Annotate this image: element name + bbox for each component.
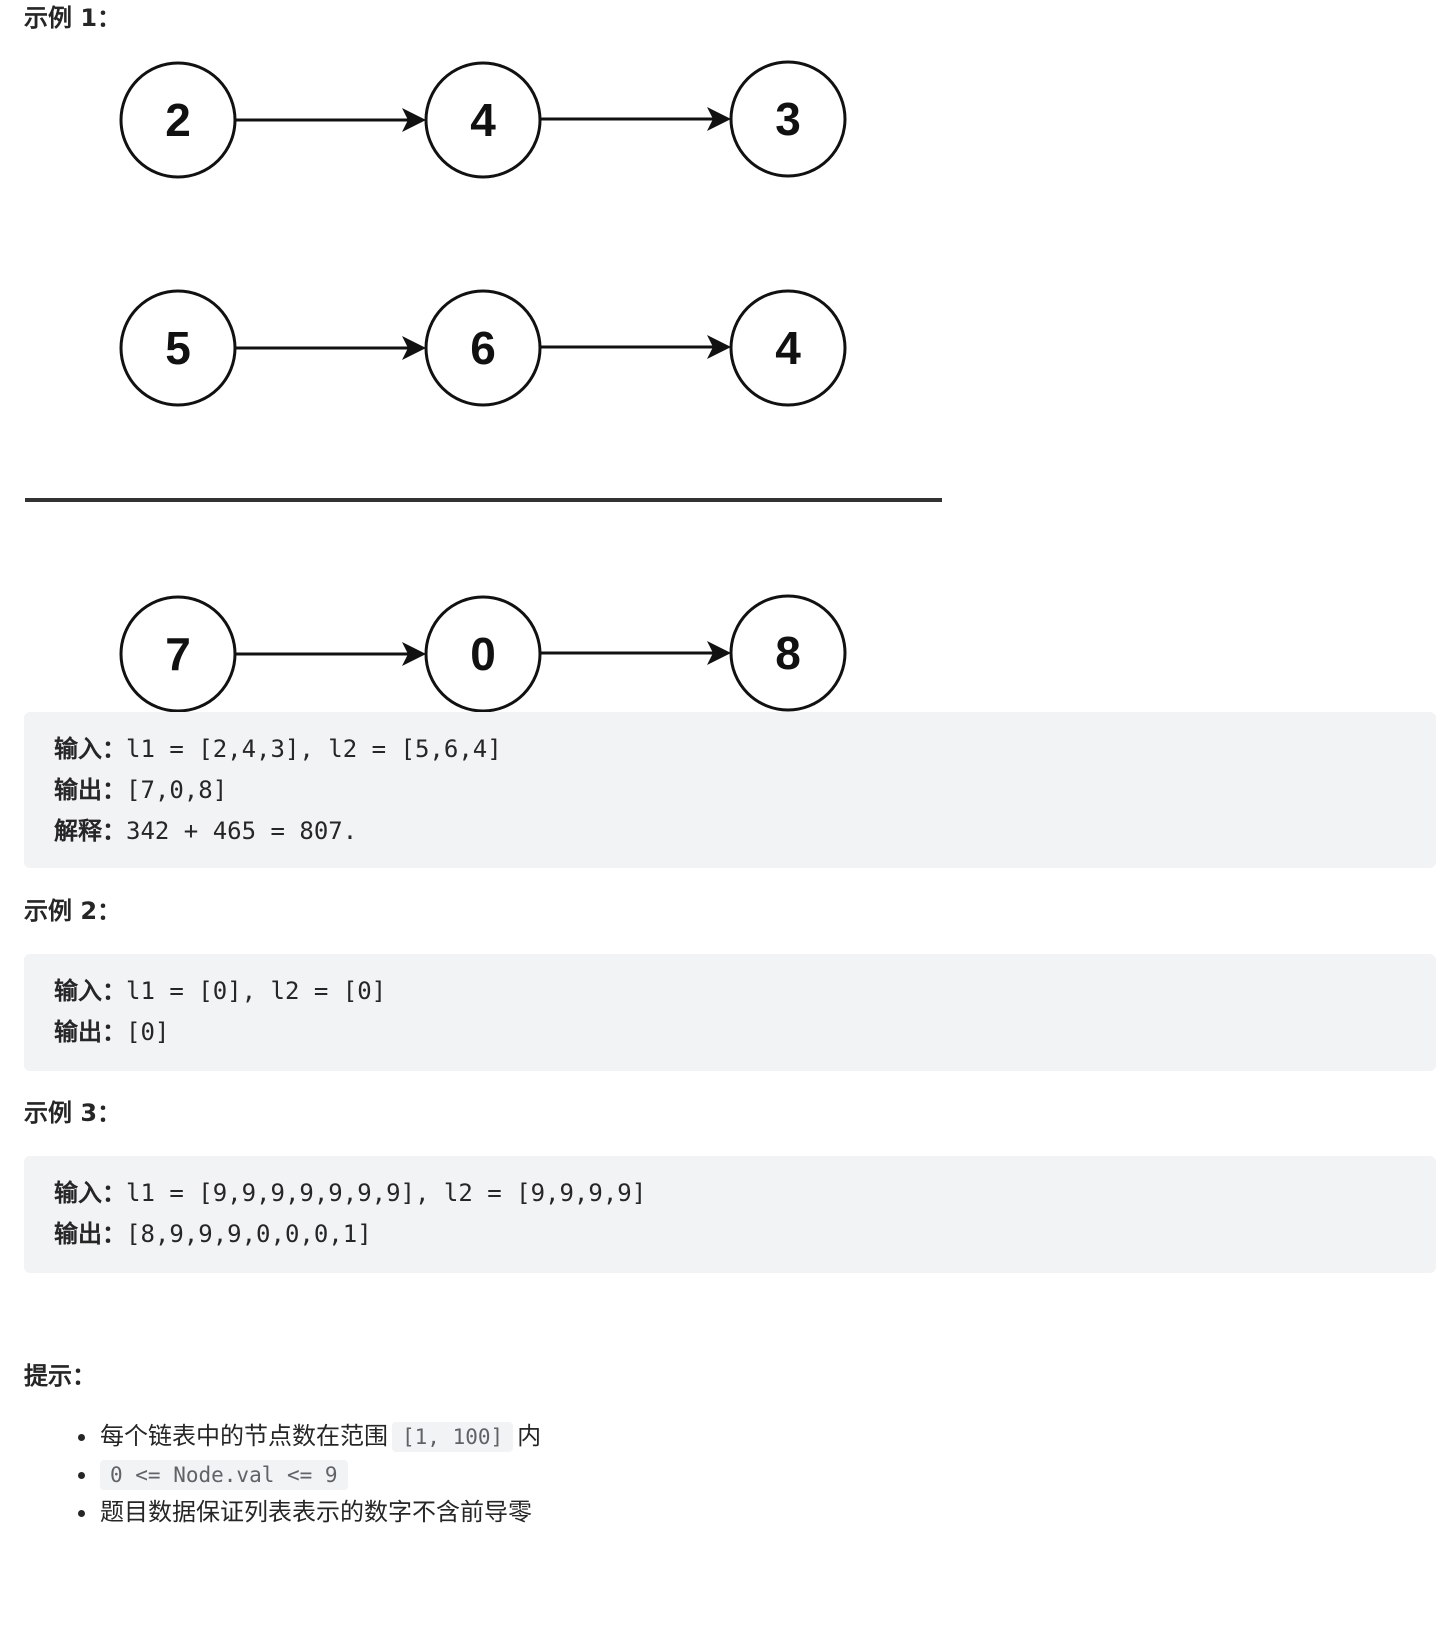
example-2-codebox: 输入：l1 = [0], l2 = [0] 输出：[0] bbox=[24, 954, 1436, 1071]
inline-code: [1, 100] bbox=[392, 1422, 514, 1452]
input-line: 输入：l1 = [0], l2 = [0] bbox=[54, 971, 1436, 1012]
input-value: l1 = [9,9,9,9,9,9,9], l2 = [9,9,9,9] bbox=[126, 1179, 647, 1207]
input-value: l1 = [2,4,3], l2 = [5,6,4] bbox=[126, 735, 502, 763]
list-node bbox=[729, 594, 847, 712]
node-value: 2 bbox=[165, 94, 191, 146]
hints-list: 每个链表中的节点数在范围[1, 100]内 0 <= Node.val <= 9… bbox=[74, 1418, 541, 1531]
hint-text: 内 bbox=[517, 1422, 542, 1450]
hint-item: 每个链表中的节点数在范围[1, 100]内 bbox=[74, 1418, 541, 1456]
output-line: 输出：[7,0,8] bbox=[54, 770, 1436, 811]
hints-heading: 提示： bbox=[24, 1362, 96, 1390]
list-node bbox=[729, 60, 847, 178]
input-label: 输入： bbox=[54, 1179, 126, 1207]
node-value: 4 bbox=[775, 322, 801, 374]
arrow-head bbox=[402, 642, 426, 666]
output-line: 输出：[0] bbox=[54, 1012, 1436, 1053]
node-value: 8 bbox=[775, 627, 801, 679]
input-line: 输入：l1 = [9,9,9,9,9,9,9], l2 = [9,9,9,9] bbox=[54, 1173, 1436, 1214]
output-label: 输出： bbox=[54, 776, 126, 804]
example-3-codebox: 输入：l1 = [9,9,9,9,9,9,9], l2 = [9,9,9,9] … bbox=[24, 1156, 1436, 1273]
list-node bbox=[729, 289, 847, 407]
node-value: 7 bbox=[165, 628, 191, 680]
node-value: 3 bbox=[775, 93, 801, 145]
output-label: 输出： bbox=[54, 1220, 126, 1248]
hint-text: 每个链表中的节点数在范围 bbox=[100, 1422, 388, 1450]
list-node bbox=[424, 289, 542, 407]
explanation-label: 解释： bbox=[54, 817, 126, 845]
arrow-head bbox=[402, 336, 426, 360]
output-label: 输出： bbox=[54, 1018, 126, 1046]
arrow-head bbox=[402, 108, 426, 132]
input-label: 输入： bbox=[54, 977, 126, 1005]
example-1-heading: 示例 1： bbox=[24, 4, 122, 32]
output-value: [7,0,8] bbox=[126, 776, 228, 804]
input-label: 输入： bbox=[54, 735, 126, 763]
output-value: [0] bbox=[126, 1018, 170, 1046]
example-3-heading: 示例 3： bbox=[24, 1099, 122, 1127]
hint-item: 0 <= Node.val <= 9 bbox=[74, 1456, 541, 1494]
linked-list-l1: 2 4 3 bbox=[119, 60, 847, 179]
node-value: 0 bbox=[470, 628, 496, 680]
linked-list-result: 7 0 8 bbox=[119, 594, 847, 713]
list-node bbox=[119, 595, 237, 713]
hint-text: 题目数据保证列表表示的数字不含前导零 bbox=[100, 1498, 532, 1526]
linked-list-l2: 5 6 4 bbox=[119, 289, 847, 407]
input-line: 输入：l1 = [2,4,3], l2 = [5,6,4] bbox=[54, 729, 1436, 770]
list-node bbox=[119, 61, 237, 179]
node-value: 5 bbox=[165, 322, 191, 374]
input-value: l1 = [0], l2 = [0] bbox=[126, 977, 387, 1005]
node-value: 6 bbox=[470, 322, 496, 374]
linked-list-diagram: 2 4 3 5 6 4 7 0 8 bbox=[25, 60, 942, 713]
output-value: [8,9,9,9,0,0,0,1] bbox=[126, 1220, 372, 1248]
explanation-value: 342 + 465 = 807. bbox=[126, 817, 358, 845]
example-2-heading: 示例 2： bbox=[24, 897, 122, 925]
inline-code: 0 <= Node.val <= 9 bbox=[100, 1460, 348, 1490]
arrow-head bbox=[707, 107, 731, 131]
node-value: 4 bbox=[470, 94, 496, 146]
arrow-head bbox=[707, 641, 731, 665]
list-node bbox=[424, 595, 542, 713]
example-1-codebox: 输入：l1 = [2,4,3], l2 = [5,6,4] 输出：[7,0,8]… bbox=[24, 712, 1436, 868]
explanation-line: 解释：342 + 465 = 807. bbox=[54, 811, 1436, 852]
hint-item: 题目数据保证列表表示的数字不含前导零 bbox=[74, 1494, 541, 1531]
list-node bbox=[424, 61, 542, 179]
arrow-head bbox=[707, 335, 731, 359]
list-node bbox=[119, 289, 237, 407]
output-line: 输出：[8,9,9,9,0,0,0,1] bbox=[54, 1214, 1436, 1255]
